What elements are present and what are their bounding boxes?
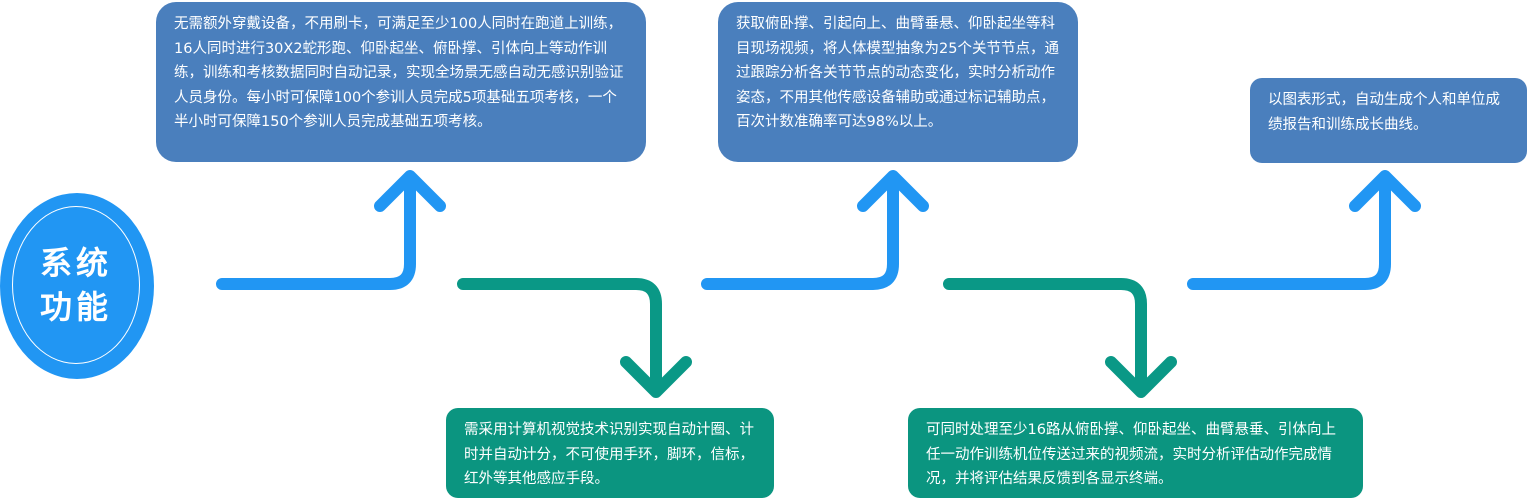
feature-box-4-text: 可同时处理至少16路从俯卧撑、仰卧起坐、曲臂悬垂、引体向上任一动作训练机位传送过… [926, 422, 1336, 487]
feature-box-3: 获取俯卧撑、引起向上、曲臂垂悬、仰卧起坐等科目现场视频，将人体模型抽象为25个关… [718, 2, 1078, 162]
feature-box-1: 无需额外穿戴设备，不用刷卡，可满足至少100人同时在跑道上训练，16人同时进行3… [156, 2, 646, 162]
feature-box-5: 以图表形式，自动生成个人和单位成绩报告和训练成长曲线。 [1250, 78, 1527, 163]
arrow-down-2-head [620, 356, 692, 398]
feature-box-4: 可同时处理至少16路从俯卧撑、仰卧起坐、曲臂悬垂、引体向上任一动作训练机位传送过… [908, 408, 1363, 498]
feature-box-1-text: 无需额外穿戴设备，不用刷卡，可满足至少100人同时在跑道上训练，16人同时进行3… [174, 16, 624, 130]
circle-title-line2: 功能 [39, 288, 112, 326]
arrow-down-4 [943, 278, 1147, 396]
arrow-up-5 [1187, 172, 1391, 290]
system-function-circle: 系统 功能 [0, 193, 154, 379]
circle-inner-ring: 系统 功能 [12, 206, 140, 364]
arrow-down-4-head [1105, 356, 1177, 398]
feature-box-5-text: 以图表形式，自动生成个人和单位成绩报告和训练成长曲线。 [1268, 92, 1500, 133]
feature-box-2: 需采用计算机视觉技术识别实现自动计圈、计时并自动计分，不可使用手环，脚环，信标，… [446, 408, 774, 498]
arrow-down-2 [457, 278, 662, 396]
arrow-up-3-head [857, 170, 929, 212]
feature-box-2-text: 需采用计算机视觉技术识别实现自动计圈、计时并自动计分，不可使用手环，脚环，信标，… [464, 422, 754, 487]
arrow-up-3 [701, 172, 899, 290]
feature-box-3-text: 获取俯卧撑、引起向上、曲臂垂悬、仰卧起坐等科目现场视频，将人体模型抽象为25个关… [736, 16, 1059, 130]
arrow-up-5-head [1349, 170, 1421, 212]
arrow-up-1-head [374, 170, 446, 212]
arrow-up-1 [216, 172, 416, 290]
circle-title-line1: 系统 [39, 244, 112, 282]
